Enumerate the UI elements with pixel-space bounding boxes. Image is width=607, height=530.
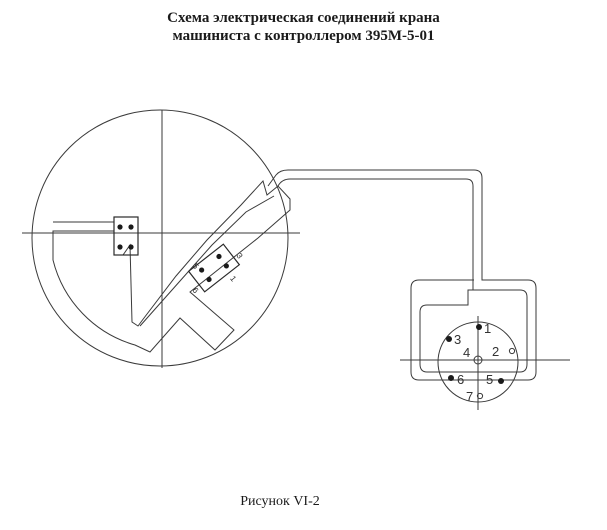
- pin-6-label: 6: [457, 372, 464, 387]
- pin-3-label: 3: [454, 332, 461, 347]
- left-terminal-block: [113, 216, 139, 256]
- pin-1-label: 1: [484, 321, 491, 336]
- connector-center-pin: [473, 355, 483, 365]
- connecting-cable-inner: [277, 178, 528, 373]
- arm-block-label-6: 6: [190, 286, 200, 295]
- left-block-contact: [128, 244, 134, 250]
- arm-block-label-3: 3: [235, 251, 245, 260]
- pin-6-contact: [448, 375, 454, 381]
- left-block-contact: [128, 224, 134, 230]
- figure-caption: Рисунок VI-2: [240, 494, 320, 509]
- title-line-2: машиниста с контроллером 395М-5-01: [172, 28, 435, 44]
- pin-5-label: 5: [486, 372, 493, 387]
- controller-arm-inner: [139, 195, 275, 327]
- pin-4-label: 4: [463, 345, 470, 360]
- pin-3-contact: [446, 336, 452, 342]
- arm-block-label-1: 1: [228, 274, 238, 283]
- arm-block-label-5: 5: [191, 262, 201, 271]
- pin-5-contact: [498, 378, 504, 384]
- diagram-title: Схема электрическая соединений крана маш…: [0, 9, 607, 45]
- pin-2-contact: [508, 347, 516, 355]
- controller-circle: [31, 109, 289, 367]
- controller-inner-contour: [52, 180, 291, 353]
- arm-terminal-block: 5 6 3 1: [187, 243, 245, 295]
- pin-2-label: 2: [492, 344, 499, 359]
- left-block-contact: [117, 244, 123, 250]
- title-line-1: Схема электрическая соединений крана: [167, 10, 440, 26]
- pin-1-contact: [476, 324, 482, 330]
- pin-7-contact: [476, 392, 484, 400]
- connecting-cable: [267, 169, 537, 381]
- pin-7-label: 7: [466, 389, 473, 404]
- left-block-contact: [117, 224, 123, 230]
